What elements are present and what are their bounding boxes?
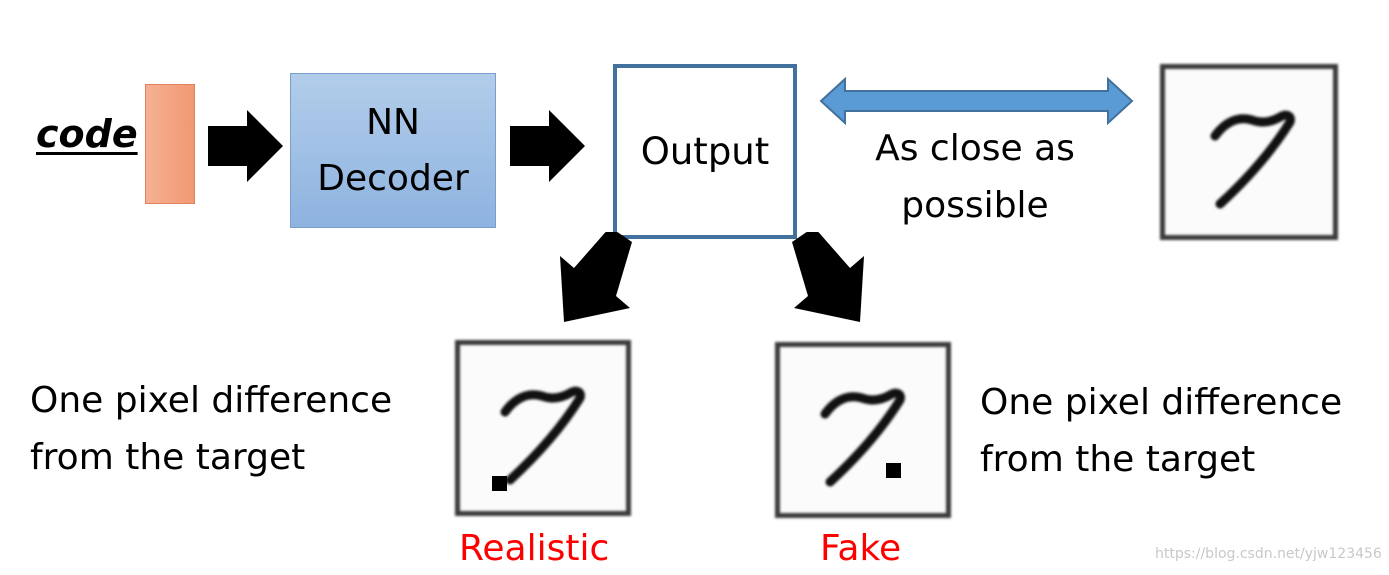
arrow-down-right-icon <box>792 232 864 322</box>
decoder-label-line1: NN <box>366 101 420 143</box>
nn-decoder-box: NN Decoder <box>290 73 496 228</box>
code-vector <box>145 84 195 204</box>
extra-pixel-detached <box>886 463 901 478</box>
code-label: code <box>36 112 138 156</box>
verdict-fake: Fake <box>820 528 902 569</box>
left-caption: One pixel difference from the target <box>30 372 392 486</box>
verdict-realistic: Realistic <box>459 528 610 569</box>
arrow-decoder-to-output-icon <box>510 110 585 182</box>
output-label: Output <box>640 130 770 173</box>
double-arrow-icon <box>819 76 1134 126</box>
arrow-down-left-icon <box>560 232 632 322</box>
extra-pixel-attached <box>492 476 507 491</box>
similarity-caption: As close as possible <box>840 120 1110 234</box>
similarity-line2: possible <box>901 185 1049 226</box>
digit-seven-icon <box>1210 110 1295 209</box>
digit-seven-icon <box>500 386 585 485</box>
left-caption-line1: One pixel difference <box>30 380 393 421</box>
right-caption-line1: One pixel difference <box>980 382 1343 423</box>
decoder-label-line2: Decoder <box>317 157 469 199</box>
realistic-digit-image <box>455 340 631 516</box>
right-caption-line2: from the target <box>980 439 1256 480</box>
watermark: https://blog.csdn.net/yjw123456 <box>1155 546 1382 562</box>
target-digit-image <box>1160 64 1338 240</box>
left-caption-line2: from the target <box>30 437 306 478</box>
similarity-line1: As close as <box>875 128 1075 169</box>
fake-digit-image <box>775 342 951 518</box>
arrow-code-to-decoder-icon <box>208 110 283 182</box>
right-caption: One pixel difference from the target <box>980 374 1342 488</box>
digit-seven-icon <box>820 388 905 487</box>
output-box: Output <box>613 64 797 239</box>
